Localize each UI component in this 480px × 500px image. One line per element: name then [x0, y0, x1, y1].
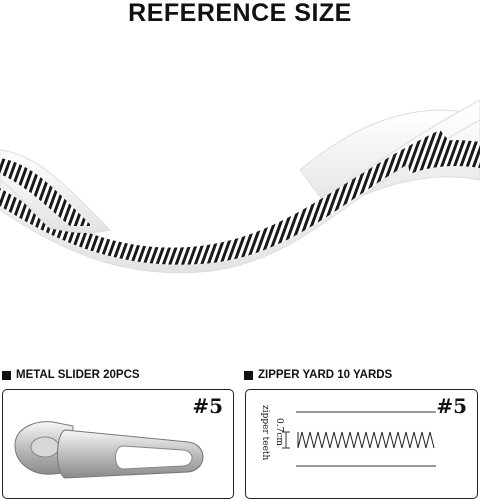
- zipper-roll-image: [0, 99, 480, 274]
- slider-size-label: #5: [192, 394, 223, 418]
- zipper-yard-caption: ZIPPER YARD 10 YARDS: [244, 369, 392, 381]
- metal-slider-caption-text: METAL SLIDER 20PCS: [16, 369, 140, 381]
- bullet-square-icon: [2, 370, 11, 380]
- zipper-yard-panel: #5 zipper teeth 0.7cm: [245, 389, 478, 499]
- page-title: REFERENCE SIZE: [128, 0, 352, 27]
- metal-slider-caption: METAL SLIDER 20PCS: [2, 369, 140, 381]
- zipper-size-label: #5: [436, 394, 467, 418]
- metal-slider-icon: [14, 421, 204, 479]
- bullet-square-icon: [244, 370, 253, 380]
- zipper-diagram: [282, 411, 436, 467]
- zipper-yard-caption-text: ZIPPER YARD 10 YARDS: [258, 369, 393, 381]
- metal-slider-panel: #5: [2, 389, 234, 499]
